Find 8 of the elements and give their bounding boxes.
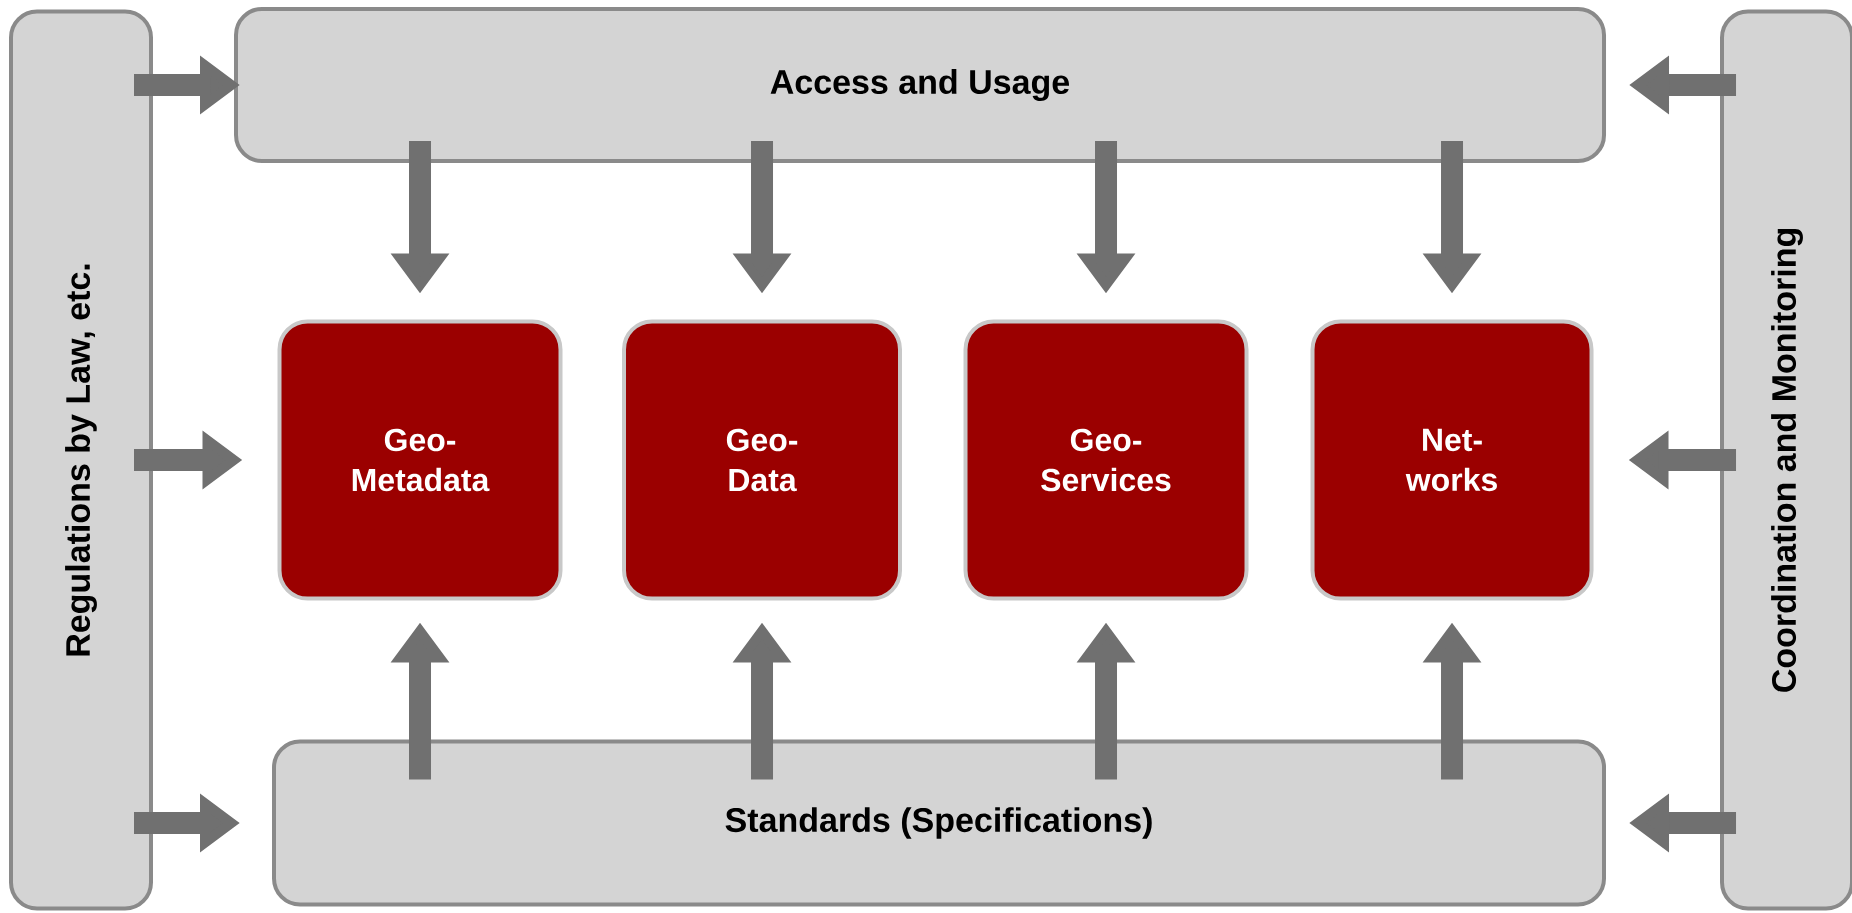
band-box: Regulations by Law, etc. (9, 9, 153, 911)
band-box: Access and Usage (234, 7, 1606, 163)
component-box: Geo- Data (622, 319, 902, 601)
band-box: Coordination and Monitoring (1720, 9, 1852, 911)
component-box: Geo- Metadata (277, 319, 563, 601)
component-box: Net- works (1310, 319, 1594, 601)
component-box: Geo- Services (963, 319, 1249, 601)
band-box: Standards (Specifications) (272, 739, 1606, 907)
